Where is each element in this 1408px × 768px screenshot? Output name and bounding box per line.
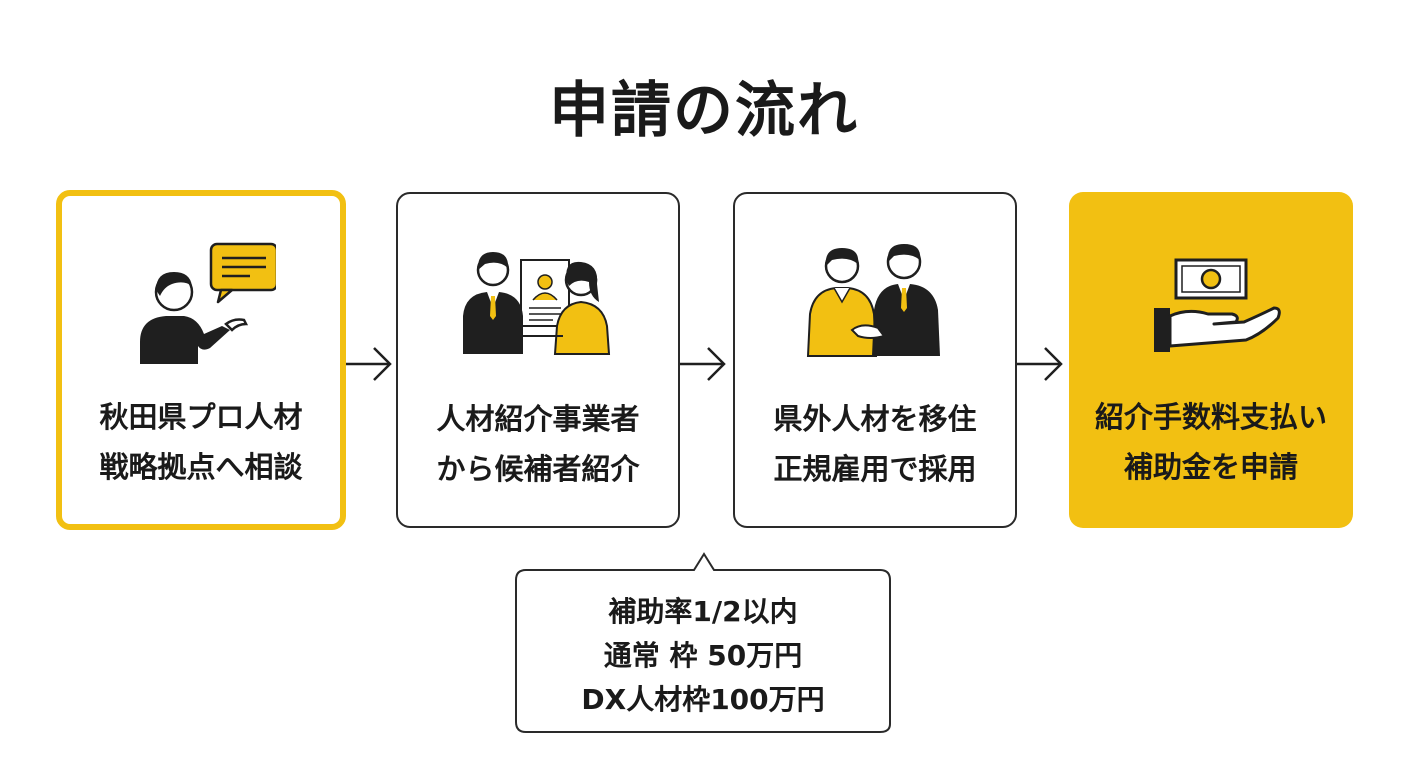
step-2-card: 人材紹介事業者 から候補者紹介 xyxy=(396,192,680,528)
callout-text: 補助率1/2以内 通常 枠 50万円 DX人材枠100万円 xyxy=(581,595,825,716)
step-2-label: 人材紹介事業者 から候補者紹介 xyxy=(436,402,640,486)
arrow-right-icon xyxy=(1017,344,1067,388)
step-1-label: 秋田県プロ人材 戦略拠点へ相談 xyxy=(99,400,303,484)
candidate-introduction-icon xyxy=(398,232,678,368)
handshake-hiring-icon xyxy=(735,232,1015,368)
money-hand-icon xyxy=(1069,230,1353,366)
person-consulting-speech-bubble-icon xyxy=(62,234,340,370)
step-3-card: 県外人材を移住 正規雇用で採用 xyxy=(733,192,1017,528)
arrow-right-icon xyxy=(346,344,396,388)
subsidy-rate-callout: 補助率1/2以内 通常 枠 50万円 DX人材枠100万円 xyxy=(514,552,892,734)
step-3-label: 県外人材を移住 正規雇用で採用 xyxy=(773,402,977,486)
step-4-card: 紹介手数料支払い 補助金を申請 xyxy=(1069,192,1353,528)
page-title: 申請の流れ xyxy=(549,76,859,146)
step-4-label: 紹介手数料支払い 補助金を申請 xyxy=(1094,400,1327,484)
step-1-card: 秋田県プロ人材 戦略拠点へ相談 xyxy=(56,190,346,530)
arrow-right-icon xyxy=(680,344,730,388)
